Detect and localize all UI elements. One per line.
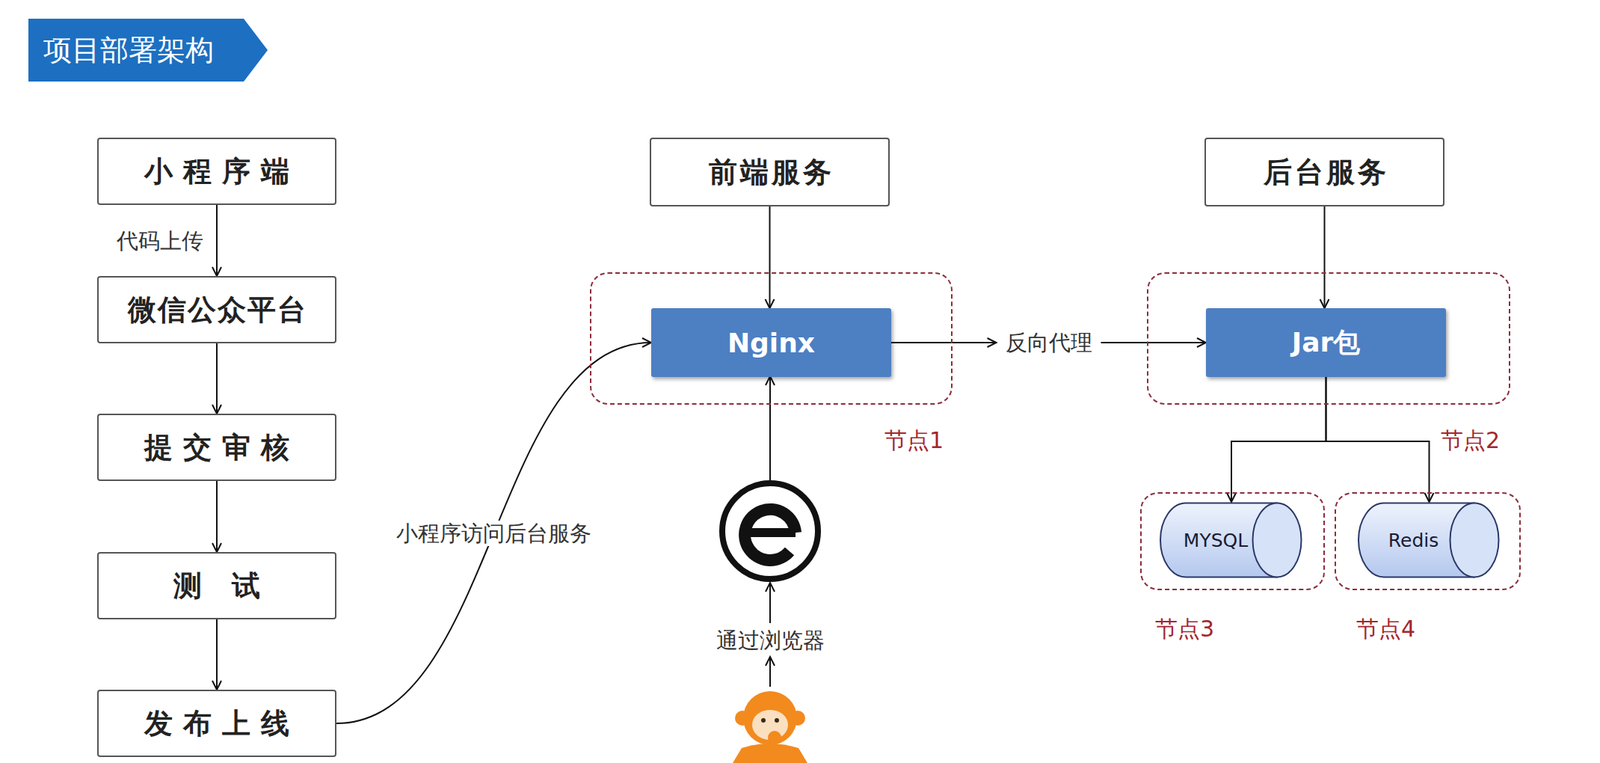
connector: [216, 619, 218, 690]
node-number: 节点3: [1155, 616, 1215, 642]
connector-line: [216, 480, 218, 552]
box-label: 发布上线: [133, 704, 300, 743]
connector-line: [891, 341, 997, 344]
database-label: Redis: [1388, 529, 1439, 552]
process-box: 微信公众平台: [97, 275, 337, 344]
server-label: Nginx: [727, 327, 815, 359]
node-number: 节点1: [884, 427, 944, 454]
connector: [336, 342, 652, 723]
connector: [1324, 206, 1325, 309]
browser-arrow: [769, 376, 771, 480]
connector-line: [1324, 206, 1326, 309]
connector: [1326, 376, 1430, 502]
edge-label: 小程序访问后台服务: [393, 520, 595, 546]
connector-line: [216, 343, 218, 414]
browser-e-bar: [747, 527, 796, 537]
user-head: [743, 690, 798, 745]
connector-line: [1101, 341, 1207, 344]
browser-ring: [722, 482, 818, 579]
deploy-node-region: 节点1Nginx: [589, 272, 953, 405]
connector: [216, 343, 218, 414]
box-label: 小程序端: [133, 152, 300, 191]
browser-e-arc: [744, 509, 796, 560]
connector-line: [336, 342, 652, 723]
process-box: 小程序端: [97, 137, 337, 205]
server-label: Jar包: [1291, 324, 1360, 362]
edge-label: 代码上传: [113, 228, 207, 254]
database-label: MYSQL: [1183, 529, 1248, 552]
user-body: [732, 743, 808, 763]
browser-icon: [722, 482, 818, 579]
box-label: 提交审核: [133, 428, 300, 467]
connector: [769, 206, 771, 309]
database-cylinder: MYSQL: [1160, 501, 1303, 578]
box-label: 测试: [143, 566, 291, 605]
box-label: 微信公众平台: [126, 290, 308, 329]
deploy-node-region: 节点2Jar包: [1146, 272, 1511, 405]
connector-line: [1326, 376, 1430, 502]
process-box: 后台服务: [1204, 137, 1445, 207]
connector: [1231, 376, 1327, 502]
user-hand: [767, 730, 782, 744]
connector: [216, 204, 218, 276]
deploy-node-region: 节点3MYSQL: [1140, 491, 1325, 590]
box-label: 后台服务: [1260, 153, 1390, 192]
database-cylinder: Redis: [1358, 501, 1500, 578]
process-box: 测试: [97, 551, 337, 620]
node-number: 节点2: [1440, 427, 1500, 454]
user-eye: [774, 717, 780, 723]
server-box: Nginx: [651, 308, 892, 377]
process-box: 前端服务: [649, 137, 890, 207]
edge-label: 反向代理: [1002, 329, 1096, 356]
browser-arrow: [769, 582, 771, 623]
process-box: 提交审核: [97, 413, 337, 481]
user-eye: [761, 717, 766, 723]
connector-line: [216, 619, 218, 690]
server-box: Jar包: [1205, 308, 1446, 377]
box-label: 前端服务: [705, 153, 835, 192]
connector-line: [1231, 376, 1327, 502]
user-figure: [732, 690, 808, 763]
node-number: 节点4: [1356, 616, 1416, 642]
cylinder-face: [1253, 503, 1302, 578]
connector-line: [216, 204, 218, 276]
user-arrow: [769, 656, 771, 687]
connector: [216, 480, 218, 552]
connector-line: [769, 206, 771, 309]
title-banner: 项目部署架构: [28, 18, 268, 82]
annotation-label: 通过浏览器: [713, 627, 828, 653]
process-box: 发布上线: [97, 689, 337, 757]
cylinder-face: [1450, 503, 1500, 578]
deploy-node-region: 节点4Redis: [1334, 491, 1521, 590]
